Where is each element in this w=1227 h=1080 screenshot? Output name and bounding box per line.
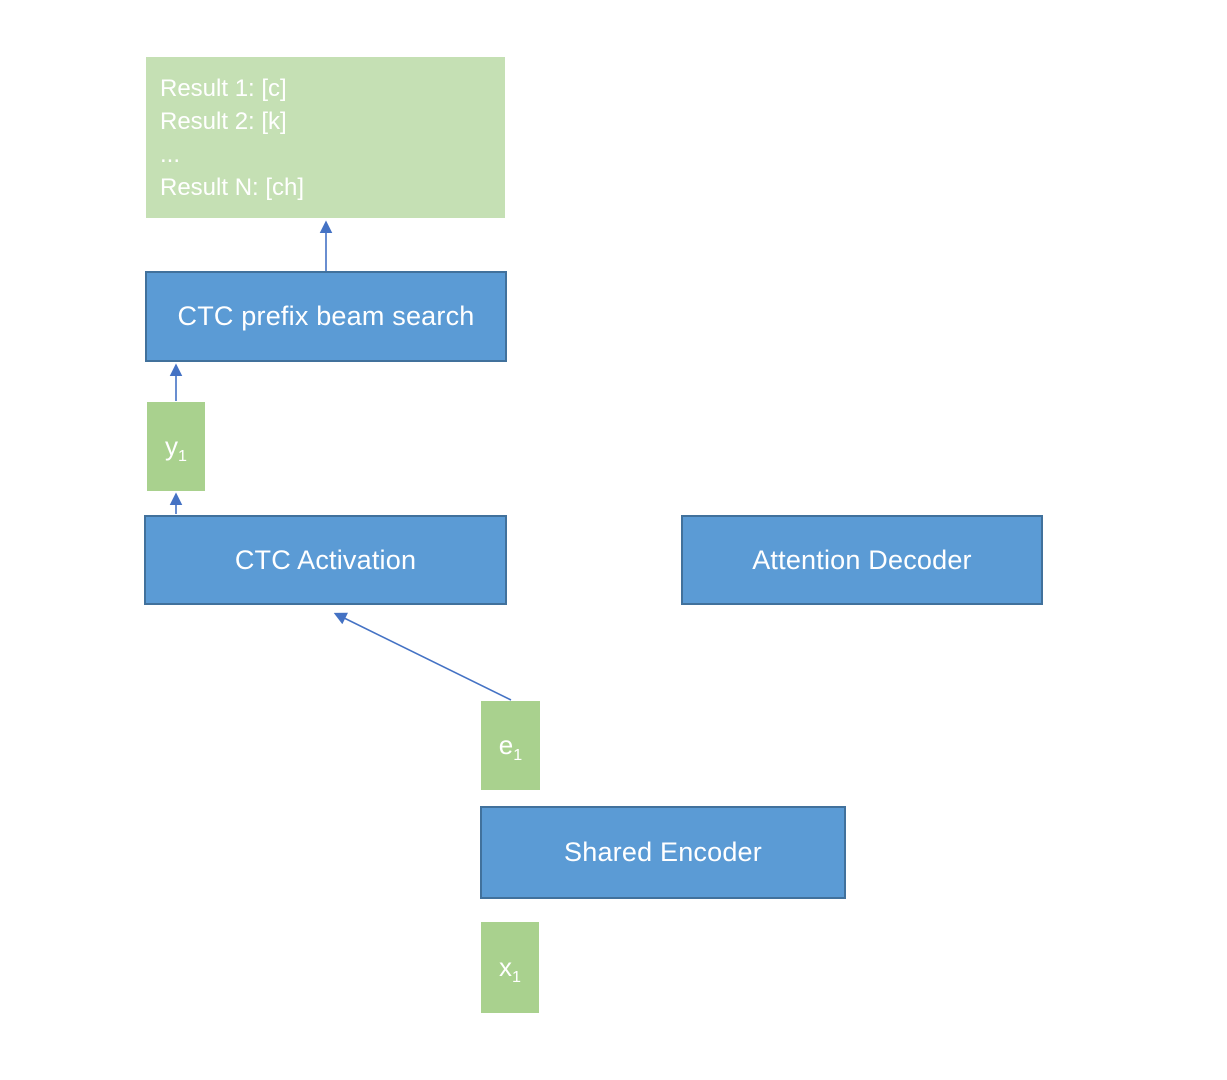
result-line-1: Result 1: [c] (160, 75, 287, 102)
x1-subscript: 1 (512, 968, 521, 987)
node-ctc-activation: CTC Activation (144, 515, 507, 605)
attention-decoder-label: Attention Decoder (752, 544, 972, 575)
node-x1: x1 (481, 922, 539, 1013)
node-attention-decoder: Attention Decoder (681, 515, 1043, 605)
y1-label: y1 (165, 431, 187, 466)
result-line-ellipsis: ... (160, 141, 181, 168)
e1-label: e1 (498, 730, 523, 765)
node-e1: e1 (481, 701, 540, 790)
results-box: Result 1: [c] Result 2: [k] ... Result N… (146, 57, 505, 218)
ctc-activation-label: CTC Activation (234, 544, 417, 575)
y1-base: y (165, 431, 179, 461)
x1-base: x (499, 952, 513, 982)
x1-label: x1 (499, 952, 521, 987)
y1-subscript: 1 (178, 447, 187, 466)
shared-encoder-label: Shared Encoder (564, 837, 762, 867)
e1-base: e (498, 730, 514, 760)
ctc-prefix-beam-search-label: CTC prefix beam search (177, 301, 475, 331)
result-line-n: Result N: [ch] (160, 174, 305, 201)
node-ctc-prefix-beam-search: CTC prefix beam search (145, 271, 507, 362)
node-y1: y1 (147, 402, 205, 491)
arrow-e1-to-ctc-activation (333, 612, 512, 701)
result-line-2: Result 2: [k] (160, 108, 287, 135)
node-shared-encoder: Shared Encoder (480, 806, 846, 899)
e1-subscript: 1 (513, 746, 523, 765)
